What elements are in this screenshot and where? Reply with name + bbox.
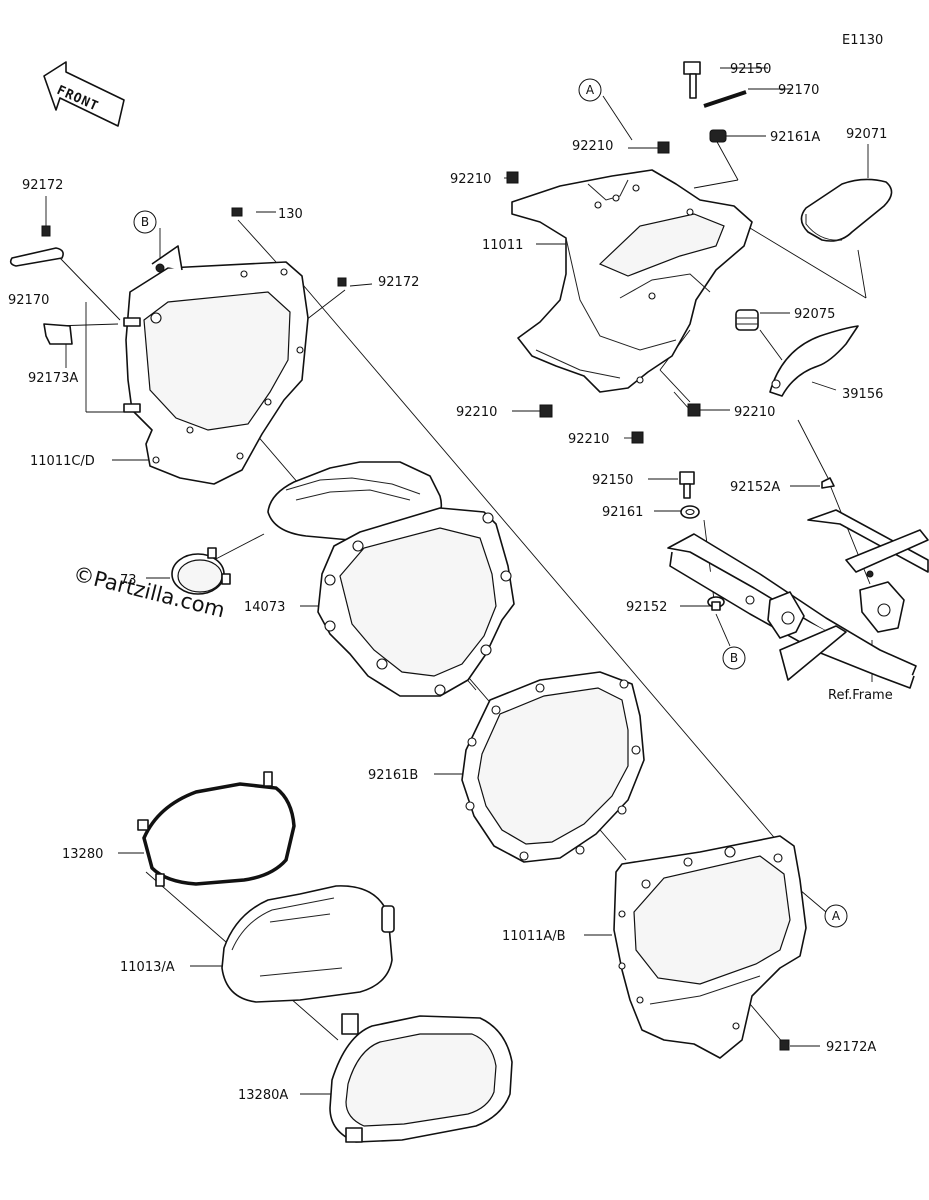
nut-92210-c bbox=[539, 404, 553, 418]
label-92150-top: 92150 bbox=[730, 62, 771, 77]
collar-92152 bbox=[707, 596, 725, 611]
clip-92173a bbox=[43, 323, 73, 345]
svg-text:B: B bbox=[141, 215, 149, 229]
label-13280: 13280 bbox=[62, 847, 103, 862]
label-92152a: 92152A bbox=[730, 480, 780, 495]
band-92170-left bbox=[9, 247, 64, 267]
cover-11011cd bbox=[123, 245, 309, 485]
cover-11011 bbox=[511, 169, 753, 393]
label-11011ab: 11011A/B bbox=[502, 929, 566, 944]
clamp-73 bbox=[171, 547, 231, 595]
grommet-92161 bbox=[680, 505, 700, 519]
label-73: 73 bbox=[120, 573, 137, 588]
clip-92172-mid bbox=[337, 277, 347, 287]
label-92210-a: 92210 bbox=[572, 139, 613, 154]
label-92170-left: 92170 bbox=[8, 293, 49, 308]
gasket-92161b bbox=[461, 671, 645, 863]
bolt-92150-mid bbox=[679, 471, 695, 499]
svg-text:B: B bbox=[730, 651, 738, 665]
label-92170-top: 92170 bbox=[778, 83, 819, 98]
clip-92172-top bbox=[41, 225, 51, 237]
grommet-92075 bbox=[735, 309, 759, 331]
label-92152: 92152 bbox=[626, 600, 667, 615]
label-39156: 39156 bbox=[842, 387, 883, 402]
nut-92210-a bbox=[657, 141, 670, 154]
callout-b-right: B bbox=[722, 646, 746, 670]
label-92150-mid: 92150 bbox=[592, 473, 633, 488]
label-11011cd: 11011C/D bbox=[30, 454, 95, 469]
label-92161: 92161 bbox=[602, 505, 643, 520]
callout-b-left: B bbox=[133, 210, 157, 234]
clip-92172a bbox=[779, 1039, 790, 1051]
callout-a-top: A bbox=[578, 78, 602, 102]
nut-92210-b bbox=[506, 171, 519, 184]
frame-section bbox=[667, 509, 929, 689]
pad-92071 bbox=[800, 178, 893, 242]
label-92210-c: 92210 bbox=[456, 405, 497, 420]
diagram-id: E1130 bbox=[842, 33, 883, 48]
label-92161b: 92161B bbox=[368, 768, 418, 783]
callout-a-right: A bbox=[824, 904, 848, 928]
label-92210-b: 92210 bbox=[450, 172, 491, 187]
label-14073: 14073 bbox=[244, 600, 285, 615]
label-13280a: 13280A bbox=[238, 1088, 288, 1103]
label-ref-frame: Ref.Frame bbox=[828, 688, 893, 703]
svg-text:A: A bbox=[832, 909, 841, 923]
collar-92152a bbox=[821, 477, 835, 489]
label-92161a: 92161A bbox=[770, 130, 820, 145]
frame-13280a bbox=[329, 1013, 513, 1143]
label-92172-mid: 92172 bbox=[378, 275, 419, 290]
nut-92210-d bbox=[631, 431, 644, 444]
label-92210-e: 92210 bbox=[734, 405, 775, 420]
nut-92210-e bbox=[687, 403, 701, 417]
label-92075: 92075 bbox=[794, 307, 835, 322]
label-92071: 92071 bbox=[846, 127, 887, 142]
spring-92170-top bbox=[703, 90, 747, 108]
filter-11013a bbox=[221, 885, 395, 1003]
svg-text:A: A bbox=[586, 83, 595, 97]
bolt-92150-top bbox=[683, 61, 701, 99]
label-11013a: 11013/A bbox=[120, 960, 175, 975]
seal-39156 bbox=[769, 325, 859, 397]
label-92172-top: 92172 bbox=[22, 178, 63, 193]
front-arrow: FRONT bbox=[43, 61, 125, 127]
label-92172a: 92172A bbox=[826, 1040, 876, 1055]
case-14073 bbox=[267, 461, 515, 697]
label-11011: 11011 bbox=[482, 238, 523, 253]
label-92210-d: 92210 bbox=[568, 432, 609, 447]
bolt-130 bbox=[231, 207, 243, 217]
label-130: 130 bbox=[278, 207, 303, 222]
gasket-13280 bbox=[137, 771, 296, 887]
cover-11011ab bbox=[613, 835, 807, 1059]
label-92173a: 92173A bbox=[28, 371, 78, 386]
grommet-92161a bbox=[709, 129, 727, 143]
